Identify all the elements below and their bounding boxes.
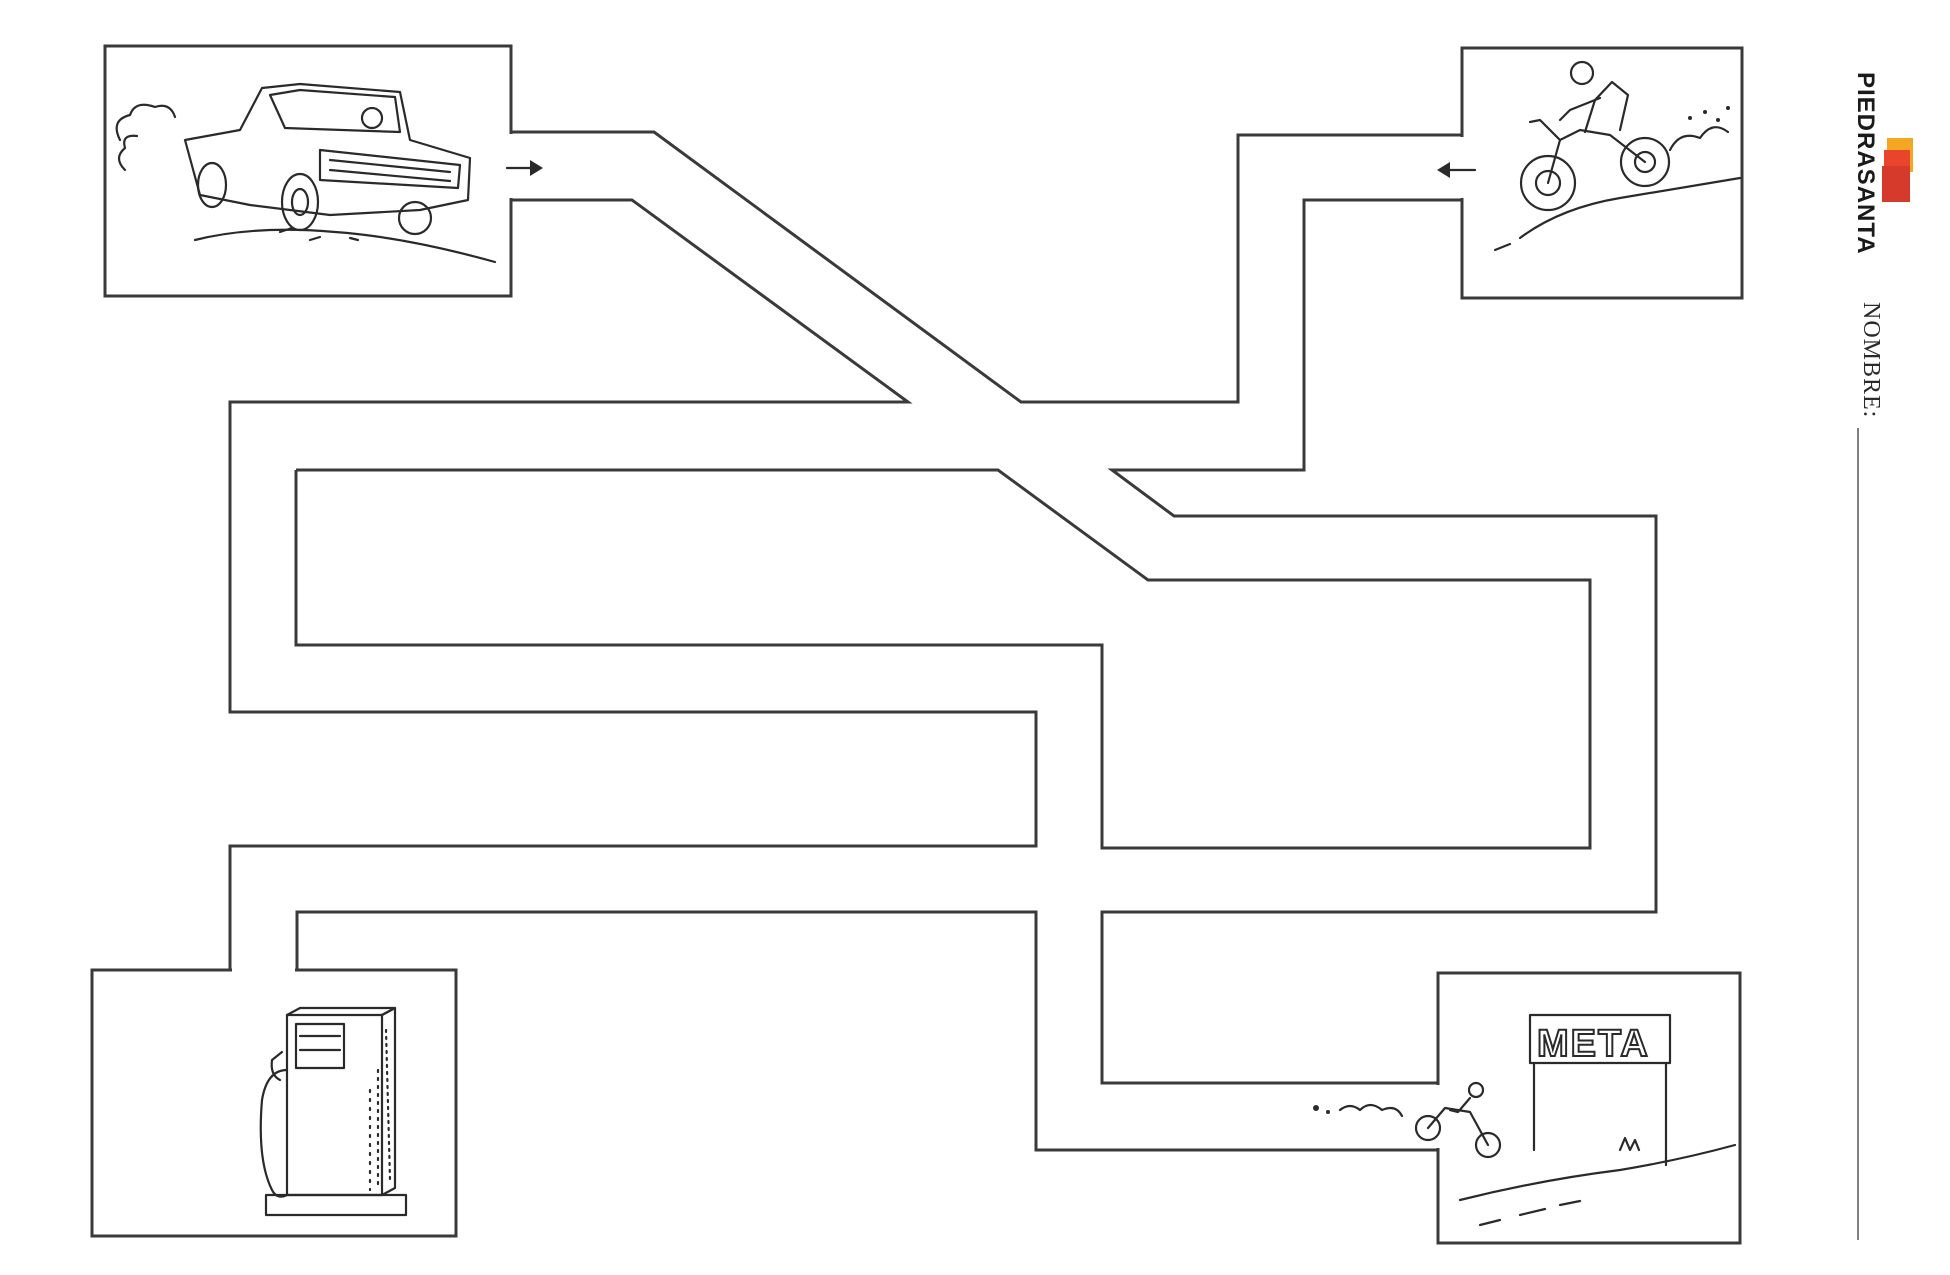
motorbike-frame (1460, 46, 1744, 300)
maze-paths (92, 130, 1658, 1152)
pump-shading (368, 1028, 392, 1192)
arrow-right-icon (505, 160, 543, 176)
goal-frame (1436, 971, 1742, 1245)
motocross-rider-icon (1493, 60, 1742, 252)
name-label: NOMBRE: (1858, 302, 1884, 418)
gas-pump-icon (259, 1006, 408, 1217)
goal-sign-text: META (1537, 1023, 1650, 1065)
brand-name: PIEDRASANTA (1852, 72, 1879, 255)
arrow-left-icon (1437, 162, 1477, 178)
name-field[interactable]: NOMBRE: (1857, 302, 1884, 1240)
brand-logo: PIEDRASANTA (1852, 72, 1913, 255)
finish-line-icon: META (1313, 1013, 1737, 1227)
pickup-truck-icon (115, 82, 497, 264)
logo-block-red (1882, 166, 1910, 202)
